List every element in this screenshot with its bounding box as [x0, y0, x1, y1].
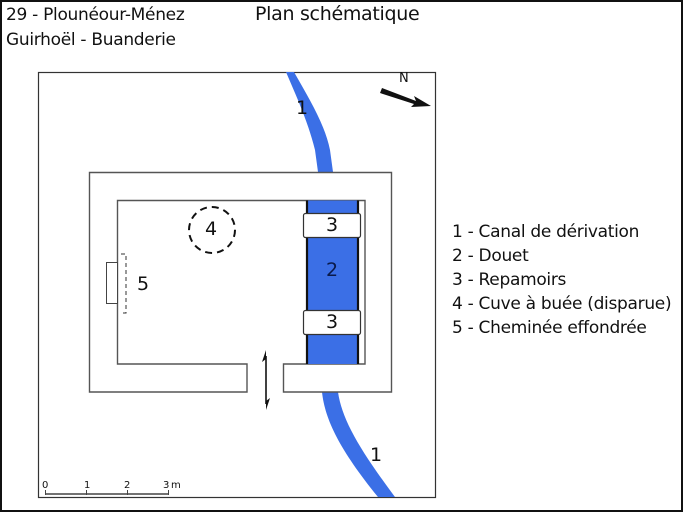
scale-tick-1: 1	[84, 480, 91, 491]
legend-item: 3 - Repamoirs	[452, 270, 567, 290]
location-label: 29 - Plounéour-Ménez	[6, 5, 185, 25]
plan-title: Plan schématique	[255, 3, 420, 25]
label-repamoir-top: 3	[326, 214, 339, 236]
site-label: Guirhoël - Buanderie	[6, 30, 176, 50]
cheminee-dashed-outline	[121, 253, 127, 314]
scale-tick-2: 2	[124, 480, 131, 491]
repamoir-bottom	[302, 309, 362, 336]
entrance-arrow-down	[266, 398, 270, 410]
scale-tick-3: 3	[163, 480, 170, 491]
cheminee-base	[106, 262, 118, 304]
building-walls	[88, 171, 393, 393]
legend-item: 4 - Cuve à buée (disparue)	[452, 294, 672, 314]
repamoir-top	[302, 212, 362, 239]
label-cheminee: 5	[137, 273, 150, 295]
legend-item: 5 - Cheminée effondrée	[452, 318, 647, 338]
north-label: N	[399, 71, 409, 86]
legend-item: 1 - Canal de dérivation	[452, 222, 640, 242]
scale-unit: m	[171, 480, 181, 491]
label-repamoir-bottom: 3	[326, 311, 339, 333]
map-frame	[37, 71, 437, 499]
label-cuve: 4	[205, 218, 218, 240]
entrance-arrow-up	[262, 350, 266, 362]
legend-item: 2 - Douet	[452, 246, 529, 266]
scale-tick-0: 0	[42, 480, 49, 491]
north-arrow-icon	[380, 88, 431, 107]
label-douet: 2	[326, 259, 339, 281]
label-canal-bottom: 1	[370, 444, 383, 466]
canal-top	[286, 72, 333, 172]
canal-bottom	[322, 392, 395, 497]
legend: 1 - Canal de dérivation 2 - Douet 3 - Re…	[452, 220, 672, 340]
scale-bar	[45, 490, 169, 495]
cuve-circle	[188, 206, 236, 254]
label-canal-top: 1	[296, 97, 309, 119]
